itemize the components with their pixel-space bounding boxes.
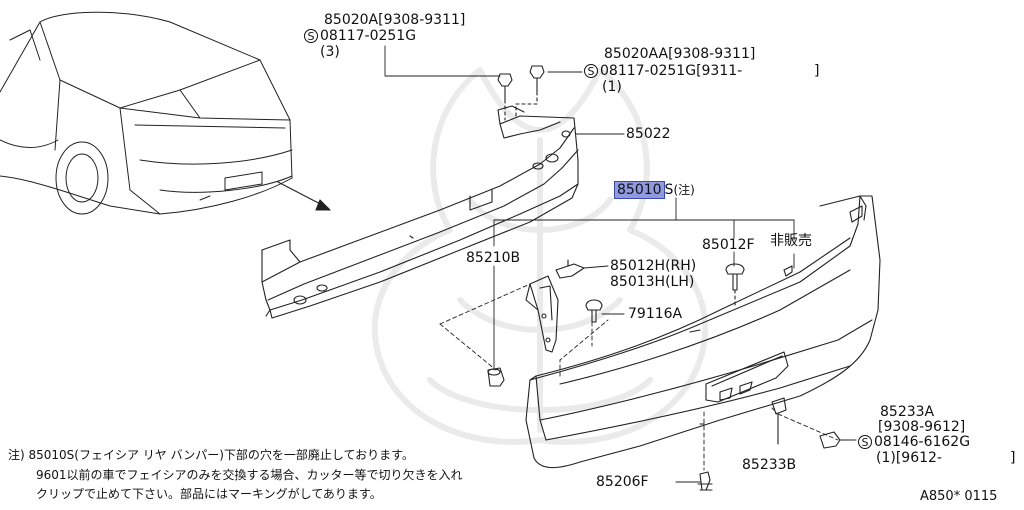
callout-85210B: 85210B [466,250,521,266]
footnote-line-1: 注) 85010S(フェイシア リヤ バンパー)下部の穴を一部廃止しております。 [8,448,414,462]
part-number: 85020A [324,12,379,28]
bolt-85020AA [515,65,545,117]
highlighted-part-number[interactable]: 85010 [614,181,665,199]
direction-arrow [277,181,331,211]
part-number: 08146-6162G [874,434,971,450]
assembly-dashed-lines [439,283,839,471]
standard-part-symbol: S [584,64,598,78]
bolt-85233A [819,431,857,449]
watermark-emblem [371,67,709,445]
bracket-85012H [555,259,609,279]
part-number: 08117-0251G [320,28,417,44]
callout-85206F: 85206F [596,474,649,490]
callout-85233A-close: ] [1010,450,1016,466]
note-marker: (注) [673,183,695,197]
part-number: 85020AA [604,46,669,62]
callout-85012H: 85012H(RH) [610,258,697,274]
callout-85020A: 85020A[9308-9311] [324,13,465,28]
date-range: [9308-9311] [378,12,466,28]
leader-lines-main [493,197,795,371]
bracket-85210B [525,275,559,353]
vehicle-outline [0,11,293,215]
footnote-line-2: 9601以前の車でフェイシアのみを交換する場合、カッター等で切り欠きを入れ [36,468,463,482]
standard-part-symbol: S [304,29,318,43]
callout-85020A-qty: (3) [320,44,340,60]
callout-85233A-range: [9308-9612] [878,419,966,435]
stopper-85210B [487,367,505,387]
callout-85020AA-qty: (1) [602,79,622,95]
standard-part-symbol: S [858,435,872,449]
callout-85233A: 85233A [880,404,935,420]
leader-lines-top [384,45,625,135]
callout-not-for-sale: 非販売 [770,233,812,249]
clip-79116A [585,299,625,323]
bolt-85020A [497,73,513,121]
screw-85206F [675,471,713,491]
footnote-line-3: クリップで止めて下さい。部品にはマーキングがしてあります。 [36,487,382,501]
drawing-id: A850* 0115 [920,489,998,504]
callout-85012F: 85012F [702,237,755,253]
callout-85013H: 85013H(LH) [610,274,695,290]
retainer-85233B [771,397,787,445]
date-range: [9308-9311] [668,46,756,62]
bumper-reinforcement-85022 [261,105,579,319]
callout-85022: 85022 [626,126,671,142]
callout-85233A-qty: (1)[9612- [876,450,942,466]
callout-85233B: 85233B [742,457,797,473]
part-suffix: S [664,182,674,198]
callout-85020AA: 85020AA[9308-9311] [604,47,755,62]
callout-79116A: 79116A [628,306,683,322]
part-number: 08117-0251G[9311- [600,63,743,79]
bumper-fascia-85010S [525,195,881,469]
callout-85020AA-close: ] [814,63,820,79]
